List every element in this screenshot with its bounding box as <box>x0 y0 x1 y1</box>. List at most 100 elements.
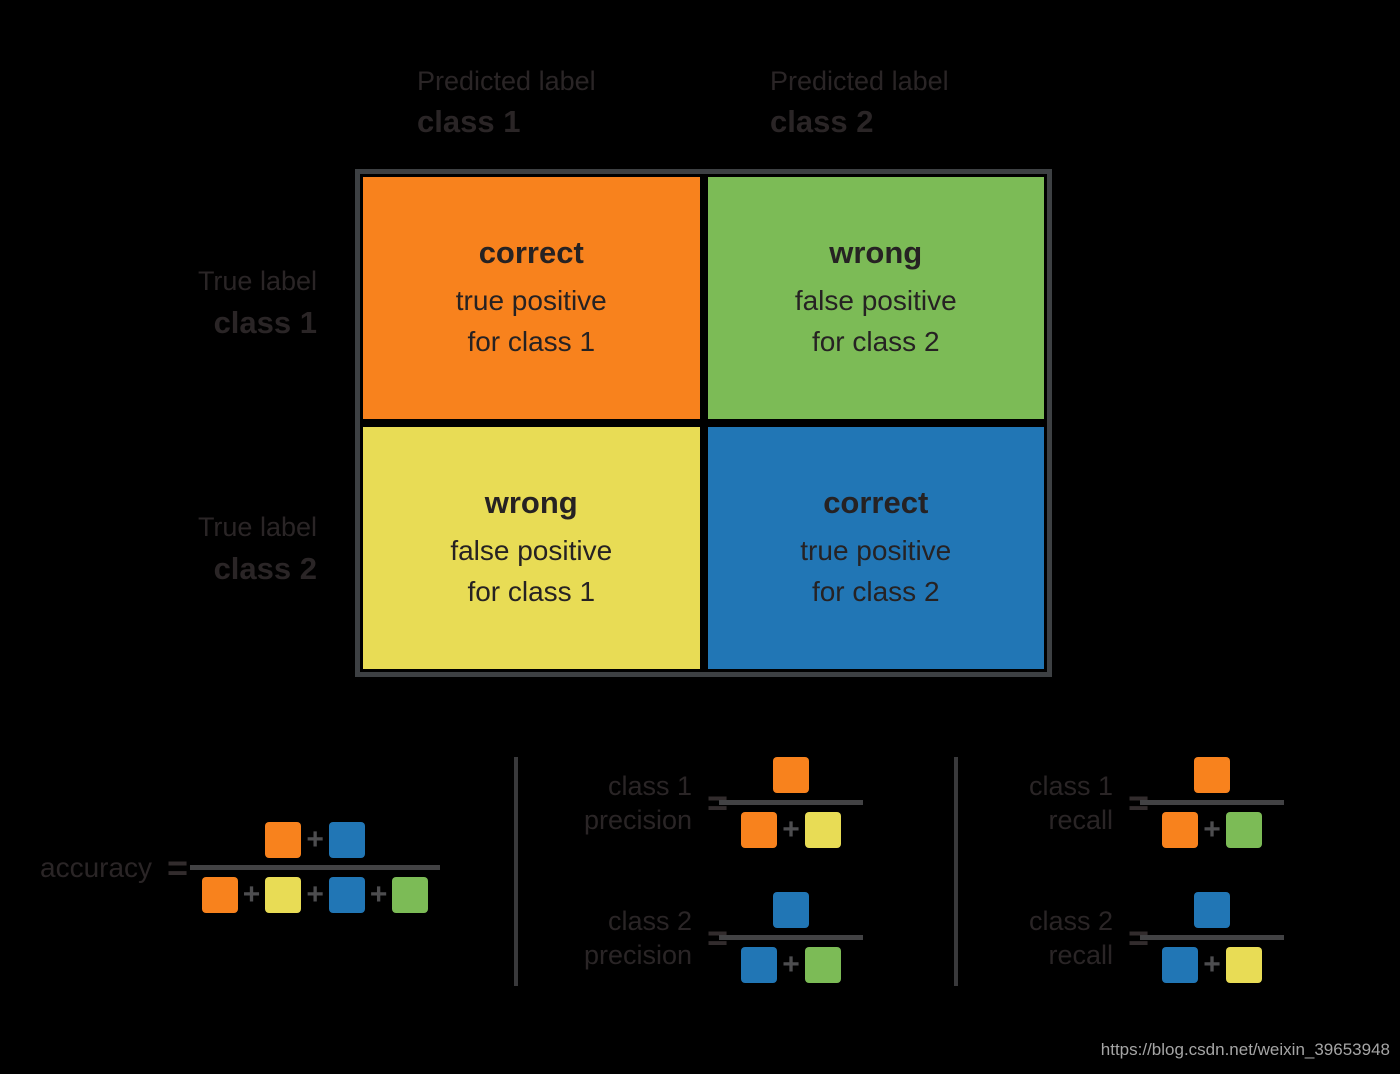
plus-sign: + <box>1203 813 1221 846</box>
row-header-true-class-2: True label class 2 <box>117 512 317 587</box>
cell-subtitle: true positive <box>800 534 952 566</box>
blue-square <box>741 947 778 983</box>
orange-square <box>265 822 302 858</box>
row-header-line1: True label <box>197 266 317 296</box>
denominator-row: + <box>741 947 841 983</box>
cell-true1-pred1: correct true positive for class 1 <box>363 177 700 419</box>
column-header-line1: Predicted label <box>770 66 949 96</box>
formula-label-line: accuracy <box>40 851 153 883</box>
equals-sign: = <box>707 781 729 823</box>
column-header-predicted-class-1: Predicted label class 1 <box>417 66 596 140</box>
row-header-true-class-1: True label class 1 <box>117 266 317 341</box>
fraction: + + + + <box>190 822 441 913</box>
plus-sign: + <box>242 878 261 911</box>
equals-sign: = <box>1128 916 1150 958</box>
cell-subtitle: for class 1 <box>467 575 596 607</box>
watermark-url: https://blog.csdn.net/weixin_39653948 <box>1100 1040 1390 1059</box>
orange-square <box>1194 757 1231 793</box>
formula-label-line: precision <box>583 804 692 835</box>
blue-square <box>328 822 365 858</box>
formula-label-line: recall <box>1048 939 1113 970</box>
cell-subtitle: false positive <box>794 284 957 316</box>
column-header-line1: Predicted label <box>417 66 596 96</box>
plus-sign: + <box>782 813 800 846</box>
blue-square <box>328 877 365 913</box>
cell-subtitle: false positive <box>450 534 613 566</box>
numerator-row: + <box>265 822 365 858</box>
cell-subtitle: for class 1 <box>467 325 596 357</box>
formula-label-line: recall <box>1048 804 1113 835</box>
numerator-row <box>1194 892 1231 928</box>
cell-true1-pred2: wrong false positive for class 2 <box>707 177 1044 419</box>
plus-sign: + <box>1203 948 1221 981</box>
formula-label-line: class 1 <box>607 770 692 801</box>
vertical-divider <box>954 757 958 986</box>
plus-sign: + <box>369 878 388 911</box>
formula-label-line: class 2 <box>607 905 692 936</box>
denominator-row: + <box>1162 812 1262 848</box>
row-header-line2: class 1 <box>213 305 317 340</box>
fraction: + <box>719 757 864 848</box>
equals-sign: = <box>167 846 189 888</box>
fraction-bar <box>719 800 864 805</box>
column-header-line2: class 1 <box>417 104 521 139</box>
plus-sign: + <box>782 948 800 981</box>
formula-label-line: class 1 <box>1028 770 1113 801</box>
cell-subtitle: for class 2 <box>811 325 940 357</box>
denominator-row: + <box>1162 947 1262 983</box>
fraction-bar <box>719 935 864 940</box>
yellow-square <box>1225 947 1262 983</box>
formula-accuracy: accuracy = + + + + <box>40 822 441 913</box>
cell-subtitle: true positive <box>455 284 607 316</box>
plus-sign: + <box>306 823 324 856</box>
blue-square <box>1162 947 1199 983</box>
denominator-row: + + + <box>201 877 429 913</box>
vertical-divider <box>514 757 518 986</box>
fraction-bar <box>190 865 441 870</box>
plus-sign: + <box>306 878 324 911</box>
cell-title: correct <box>478 234 584 270</box>
numerator-row <box>773 757 810 793</box>
green-square <box>1225 812 1262 848</box>
confusion-matrix-grid: correct true positive for class 1 wrong … <box>355 169 1052 677</box>
orange-square <box>773 757 810 793</box>
numerator-row <box>1194 757 1231 793</box>
fraction: + <box>1140 757 1285 848</box>
formula-label-line: precision <box>583 939 692 970</box>
cell-title: correct <box>823 484 929 520</box>
denominator-row: + <box>741 812 841 848</box>
numerator-row <box>773 892 810 928</box>
cell-true2-pred1: wrong false positive for class 1 <box>363 427 700 669</box>
orange-square <box>741 812 778 848</box>
column-header-line2: class 2 <box>770 104 874 139</box>
yellow-square <box>804 812 841 848</box>
formula-label: accuracy <box>40 851 152 885</box>
formula-label-line: class 2 <box>1028 905 1113 936</box>
row-header-line2: class 2 <box>213 551 317 586</box>
column-header-predicted-class-2: Predicted label class 2 <box>770 66 949 140</box>
blue-square <box>1194 892 1231 928</box>
orange-square <box>1162 812 1199 848</box>
row-header-line1: True label <box>197 512 317 542</box>
fraction-bar <box>1140 935 1285 940</box>
cell-subtitle: for class 2 <box>811 575 940 607</box>
blue-square <box>773 892 810 928</box>
cell-true2-pred2: correct true positive for class 2 <box>707 427 1044 669</box>
fraction: + <box>719 892 864 983</box>
cell-title: wrong <box>829 234 923 270</box>
fraction-bar <box>1140 800 1285 805</box>
fraction: + <box>1140 892 1285 983</box>
cell-title: wrong <box>484 484 578 520</box>
yellow-square <box>265 877 302 913</box>
green-square <box>804 947 841 983</box>
equals-sign: = <box>1128 781 1150 823</box>
green-square <box>392 877 429 913</box>
